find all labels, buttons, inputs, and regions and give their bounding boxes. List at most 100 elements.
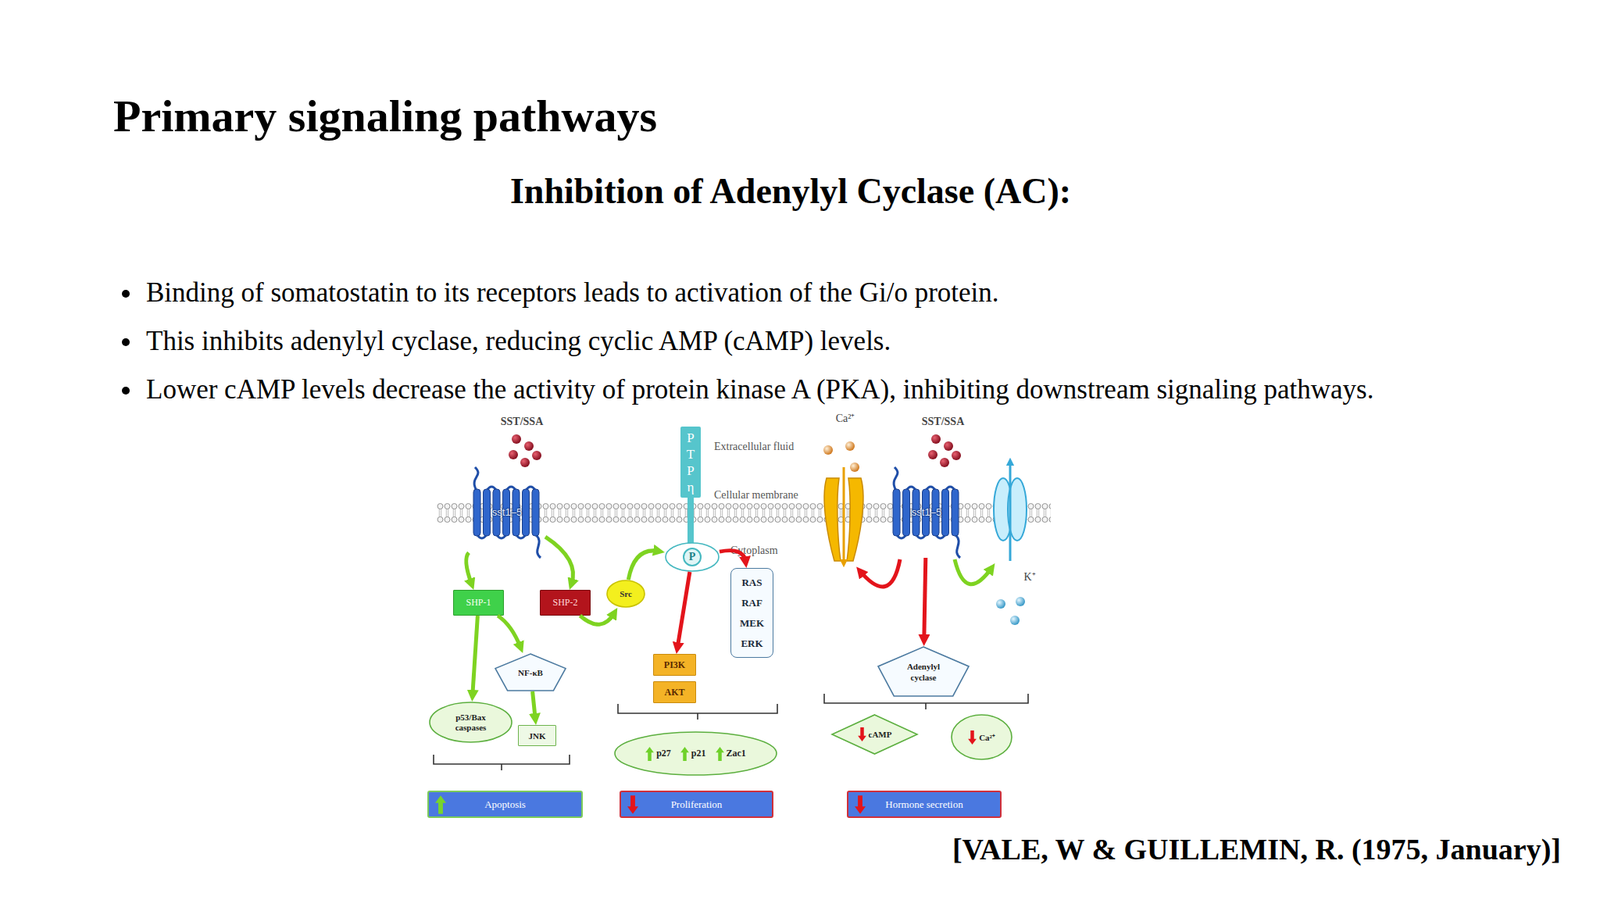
activation-arrow: [954, 559, 993, 585]
node-text: AKT: [664, 686, 685, 699]
node-text-group: sst1–5: [492, 506, 522, 518]
down-arrow-icon: [854, 795, 866, 815]
node-text: Apoptosis: [484, 798, 526, 811]
factor-pentagon: NF-κB: [494, 653, 567, 692]
activation-arrow: [472, 615, 479, 696]
up-arrow-icon: [645, 746, 654, 761]
node-text: p27: [656, 747, 672, 760]
down-arrow-icon: [967, 730, 977, 745]
ellipse-outline: [951, 714, 1012, 760]
outcome-band: Apoptosis: [427, 790, 583, 818]
node-text: JNK: [528, 731, 547, 741]
helix: [473, 489, 481, 536]
up-arrow-icon: [435, 795, 447, 815]
receptor-bar: PTPη: [680, 426, 701, 498]
pentagon-outline: [495, 653, 566, 691]
node-text: sst1–5: [492, 506, 522, 518]
inhibition-arrow: [719, 550, 746, 562]
process-box: JNK: [517, 725, 557, 747]
helix: [942, 489, 950, 536]
arrow-shape: [435, 795, 447, 814]
enzyme-pentagon: Adenylyl cyclase: [877, 646, 970, 697]
activation-arrow: [532, 691, 536, 719]
node-text-group: Apoptosis: [484, 798, 526, 811]
node-text-group: Proliferation: [671, 798, 723, 811]
helix: [522, 489, 530, 536]
n-terminus: [474, 467, 479, 491]
node-text: Adenylyl cyclase: [896, 660, 951, 683]
bullet-text: Lower cAMP levels decrease the activity …: [142, 373, 1425, 407]
ellipse-outline: [429, 702, 512, 743]
node-text-group: p27p21Zac1: [645, 746, 747, 761]
arrow-shape: [627, 795, 639, 814]
bullet-text: Binding of somatostatin to its receptors…: [142, 276, 1425, 310]
activation-arrow: [497, 615, 521, 648]
kinase-box: AKT: [653, 681, 697, 704]
node-text-group: Hormone secretion: [885, 798, 963, 811]
ligand-label: SST/SSA: [500, 415, 543, 429]
subtitle: Inhibition of Adenylyl Cyclase (AC):: [510, 171, 1072, 213]
region-label: Cytoplasm: [730, 544, 779, 558]
calcium-ions: [823, 441, 860, 472]
arrow-shape: [967, 730, 977, 745]
node-text: sst1–5: [911, 506, 942, 518]
region-label: Extracellular fluid: [714, 440, 794, 454]
inhibition-arrow: [924, 557, 926, 640]
activation-arrow: [545, 536, 574, 584]
helix: [483, 489, 491, 536]
receptor: sst1–5: [468, 465, 546, 558]
messenger-diamond: cAMP: [831, 714, 918, 755]
arrow-shape: [680, 746, 690, 761]
node-text-group: JNK: [528, 731, 547, 741]
diamond-outline: [832, 714, 918, 754]
node-text-group: RAS RAF MEK ERK: [738, 572, 767, 654]
node-text: Src: [619, 589, 633, 599]
inhibition-arrow: [859, 559, 900, 587]
cascade-box: RAS RAF MEK ERK: [730, 567, 774, 658]
receptor: sst1–5: [888, 465, 965, 558]
potassium-channel: [993, 460, 1027, 561]
node-text-group: PI3K: [664, 659, 686, 672]
citation: [VALE, W & GUILLEMIN, R. (1975, January)…: [952, 832, 1561, 868]
node-text-group: cAMP: [857, 727, 893, 742]
ellipse-outline: [614, 732, 777, 775]
node-text-group: NF-κB: [517, 667, 543, 678]
phosphate-circle: P: [664, 542, 720, 572]
down-arrow-icon: [627, 795, 639, 815]
icon-text-pair: Ca²⁺: [967, 730, 996, 745]
node-text-group: AKT: [664, 686, 685, 699]
region-label: Cellular membrane: [714, 489, 799, 502]
icon-text-pair: cAMP: [857, 727, 893, 742]
activation-arrow: [628, 550, 659, 580]
node-text: PI3K: [664, 659, 686, 672]
bullet-text: This inhibits adenylyl cyclase, reducing…: [142, 325, 1425, 358]
node-text: RAS RAF MEK ERK: [738, 572, 767, 654]
effector-ellipse: p53/Bax caspases: [428, 701, 513, 743]
node-text-group: P: [689, 550, 697, 564]
helix: [903, 489, 911, 536]
helix: [532, 489, 540, 536]
node-text: p53/Bax caspases: [446, 712, 496, 733]
n-terminus: [893, 467, 898, 491]
node-text-group: PTPη: [685, 429, 697, 496]
node-text-group: SHP-2: [552, 596, 578, 609]
arrow-shape: [854, 795, 866, 814]
icon-text-pair: p27: [645, 746, 672, 761]
node-text: SHP-1: [465, 596, 491, 609]
c-terminus: [535, 534, 542, 558]
node-text: Zac1: [726, 747, 747, 760]
shape-outline: [877, 646, 970, 697]
node-text-group: SHP-1: [465, 596, 491, 609]
icon-text-pair: Zac1: [715, 746, 747, 761]
activation-arrow: [579, 613, 615, 625]
up-arrow-icon: [680, 746, 690, 761]
arrow-shape: [857, 727, 867, 742]
node-text: Proliferation: [671, 798, 723, 811]
node-text: Ca²⁺: [978, 731, 996, 743]
process-box: SHP-1: [453, 589, 504, 616]
outcome-band: Hormone secretion: [846, 790, 1002, 818]
node-text: cAMP: [868, 729, 893, 740]
process-box: SHP-2: [539, 589, 591, 616]
